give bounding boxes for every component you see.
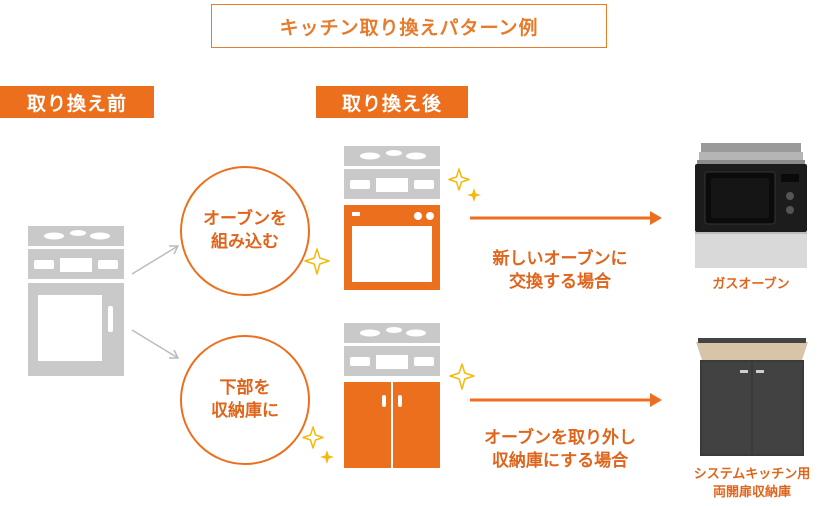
product-caption-storage-line2: 両開扉収納庫 bbox=[712, 484, 791, 500]
sparkle-icon bbox=[304, 248, 330, 275]
after-label: 取り換え後 bbox=[316, 86, 468, 118]
option-oven-circle: オーブンを 組み込む bbox=[180, 166, 310, 296]
sparkle-icon bbox=[448, 168, 481, 202]
sparkle-icon bbox=[449, 363, 475, 390]
result-caption-storage-line2: 収納庫にする場合 bbox=[491, 450, 629, 471]
diagram-title: キッチン取り換えパターン例 bbox=[211, 4, 607, 48]
option-storage-circle-line1: 下部を bbox=[219, 378, 271, 399]
branch-arrows bbox=[131, 245, 180, 359]
storage-cabinet-image bbox=[696, 338, 808, 456]
arrow-right-icon bbox=[470, 393, 662, 407]
stove-with-storage-icon bbox=[344, 323, 440, 468]
gas-oven-image bbox=[695, 138, 807, 268]
result-caption-oven: 新しいオーブンに 交換する場合 bbox=[470, 248, 650, 294]
before-label: 取り換え前 bbox=[0, 86, 154, 118]
option-storage-circle-line2: 収納庫に bbox=[211, 401, 279, 421]
product-caption-gas-oven: ガスオーブン bbox=[690, 276, 812, 294]
product-caption-gas-oven-line1: ガスオーブン bbox=[712, 277, 790, 292]
result-caption-storage: オーブンを取り外し 収納庫にする場合 bbox=[460, 427, 660, 473]
sparkle-icon bbox=[302, 426, 334, 464]
option-oven-circle-line1: オーブンを bbox=[203, 209, 287, 230]
result-caption-oven-line1: 新しいオーブンに bbox=[492, 249, 628, 269]
old-stove-icon bbox=[28, 226, 124, 376]
product-caption-storage: システムキッチン用 両開扉収納庫 bbox=[682, 466, 819, 501]
product-caption-storage-line1: システムキッチン用 bbox=[693, 467, 811, 482]
stove-with-oven-icon bbox=[344, 146, 440, 290]
result-caption-oven-line2: 交換する場合 bbox=[509, 271, 611, 292]
option-storage-circle: 下部を 収納庫に bbox=[180, 335, 310, 465]
result-caption-storage-line1: オーブンを取り外し bbox=[484, 428, 636, 448]
option-oven-circle-line2: 組み込む bbox=[211, 232, 279, 252]
arrow-right-icon bbox=[470, 211, 662, 225]
